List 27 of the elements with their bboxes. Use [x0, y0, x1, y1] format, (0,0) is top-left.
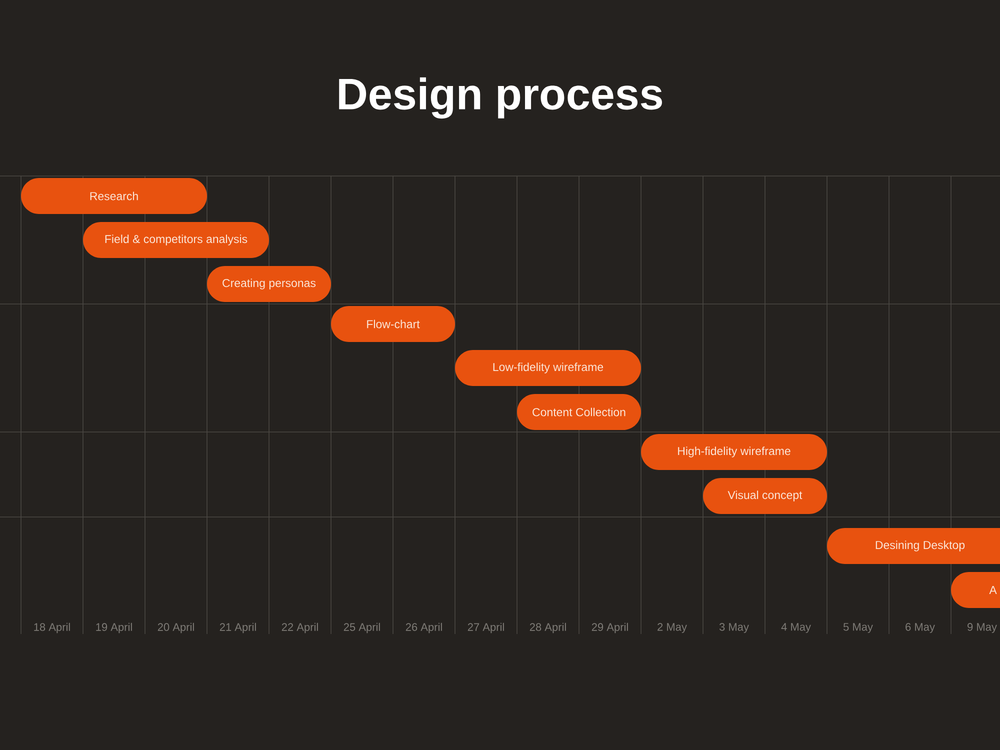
date-label: 22 April	[282, 622, 318, 634]
date-label: 20 April	[158, 622, 194, 634]
task-bar: High-fidelity wireframe	[641, 434, 828, 470]
date-label: 9 May	[968, 623, 997, 633]
date-label: 5 May	[843, 623, 873, 633]
date-label: 26 April	[406, 622, 442, 634]
task-bar: Content Collection	[517, 394, 641, 430]
task-bar: Creating personas	[207, 266, 331, 302]
task-bar: Research	[21, 178, 207, 214]
task-bar: Field & competitors analysis	[83, 222, 269, 258]
date-label: 21 April	[220, 622, 256, 634]
date-label: 6 May	[906, 623, 935, 633]
date-label: 4 May	[781, 623, 811, 633]
task-bar: A	[951, 572, 1000, 608]
task-bar: Low-fidelity wireframe	[455, 350, 641, 386]
date-label: 25 April	[344, 622, 380, 634]
date-label: 18 April	[34, 622, 70, 634]
date-label: 28 April	[530, 622, 566, 634]
date-label: 29 April	[592, 622, 628, 634]
date-label: 3 May	[719, 623, 749, 633]
task-bar: Visual concept	[703, 478, 828, 514]
task-bar: Desining Desktop	[827, 528, 1000, 564]
date-label: 2 May	[658, 623, 687, 633]
date-label: 27 April	[468, 622, 504, 634]
date-label: 19 April	[96, 622, 132, 634]
task-bar: Flow-chart	[331, 306, 455, 342]
title: Design process	[339, 77, 662, 119]
